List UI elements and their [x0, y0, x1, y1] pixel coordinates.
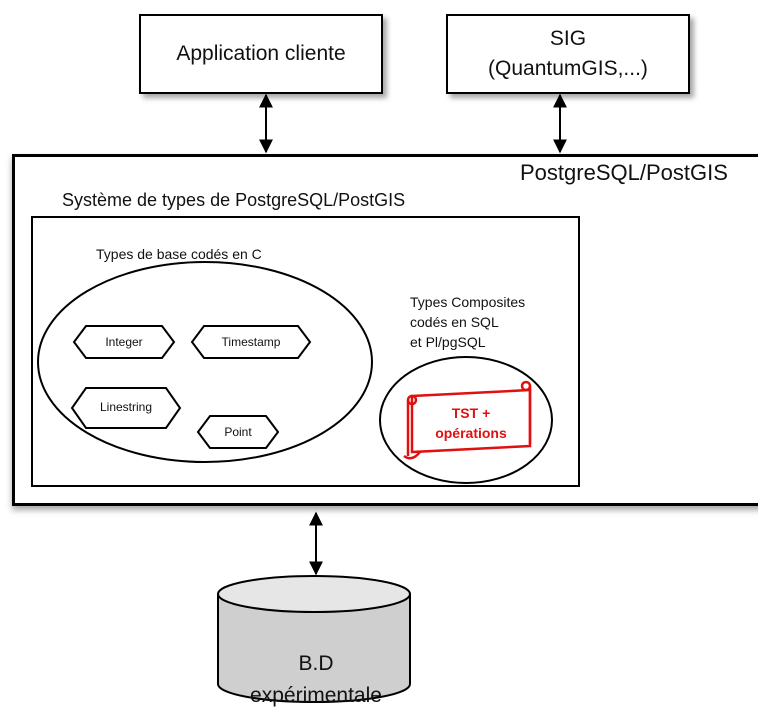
- base-types-title: Types de base codés en C: [96, 246, 262, 262]
- timestamp-hexagon: [190, 325, 312, 359]
- database-label-line2: expérimentale: [250, 684, 382, 707]
- sig-box: SIG (QuantumGIS,...): [446, 14, 690, 94]
- database-cylinder: [217, 575, 411, 703]
- timestamp-label: Timestamp: [221, 335, 281, 349]
- tst-label-line2: opérations: [435, 425, 507, 441]
- tst-label-line1: TST +: [451, 405, 491, 421]
- composite-types-title-line3: et Pl/pgSQL: [410, 334, 486, 350]
- application-cliente-label: Application cliente: [176, 42, 346, 65]
- database-label-line1: B.D: [298, 652, 334, 675]
- composite-types-title-line1: Types Composites: [410, 294, 526, 310]
- postgresql-postgis-title: PostgreSQL/PostGIS: [520, 160, 728, 185]
- sig-label: SIG: [549, 27, 587, 50]
- linestring-hexagon: [70, 387, 182, 429]
- type-system-title: Système de types de PostgreSQL/PostGIS: [62, 190, 406, 210]
- database-label: B.D expérimentale: [220, 648, 412, 712]
- composite-types-title: Types Composites codés en SQL et Pl/pgSQ…: [410, 292, 525, 352]
- application-cliente-box: Application cliente: [139, 14, 383, 94]
- linestring-label: Linestring: [99, 400, 153, 414]
- point-label: Point: [224, 425, 252, 439]
- integer-label: Integer: [105, 335, 143, 349]
- composite-types-title-line2: codés en SQL: [410, 314, 499, 330]
- sig-sublabel: (QuantumGIS,...): [488, 57, 648, 80]
- tst-operations-label: TST + opérations: [411, 403, 531, 443]
- point-hexagon: [196, 415, 280, 449]
- tst-scroll-icon: [403, 380, 532, 460]
- integer-hexagon: [72, 325, 176, 359]
